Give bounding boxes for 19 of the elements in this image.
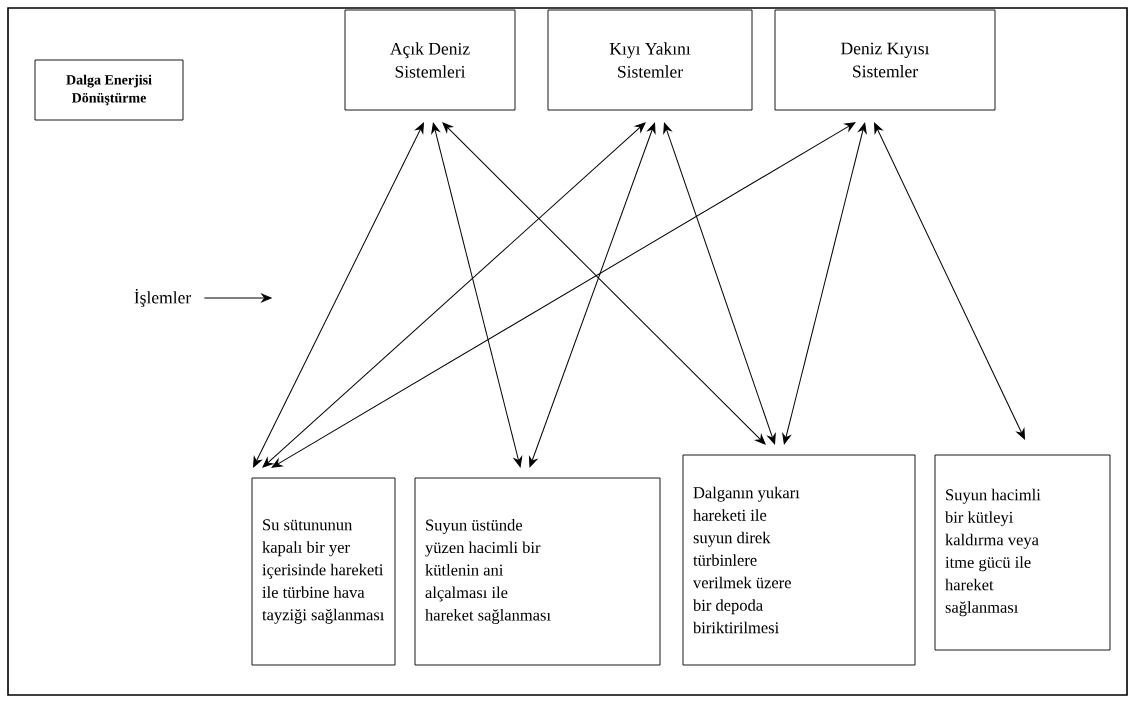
arrow [203, 293, 272, 303]
process-box: Su sütununun kapalı bir yer içerisinde hareketi ile türbine hava tayziği sağlanması [251, 477, 396, 666]
process-box: Suyun üstünde yüzen hacimli bir kütlenin ani alçalması ile hareket sağlanması [414, 477, 661, 666]
process-box: Dalganın yukarı hareketi ile suyun direk türbinlere verilmek üzere bir depoda biriktirilmesi [682, 454, 916, 666]
arrow [663, 122, 776, 445]
arrow [782, 122, 867, 445]
system-box: Kıyı Yakını Sistemler [547, 9, 753, 111]
system-box: Deniz Kıyısı Sistemler [774, 9, 996, 111]
process-label: İşlemler [134, 288, 192, 308]
process-box: Suyun hacimli bir kütleyi kaldırma veya itme gücü ile hareket sağlanması [934, 454, 1111, 651]
arrow [874, 122, 1025, 440]
arrow [528, 122, 656, 468]
arrow [271, 122, 856, 468]
system-box: Açık Deniz Sistemleri [344, 9, 516, 111]
arrow [431, 122, 523, 468]
title-box: Dalga Enerjisi Dönüştürme [34, 59, 184, 121]
arrow [262, 122, 646, 468]
arrow [442, 122, 766, 445]
arrow [253, 122, 424, 468]
